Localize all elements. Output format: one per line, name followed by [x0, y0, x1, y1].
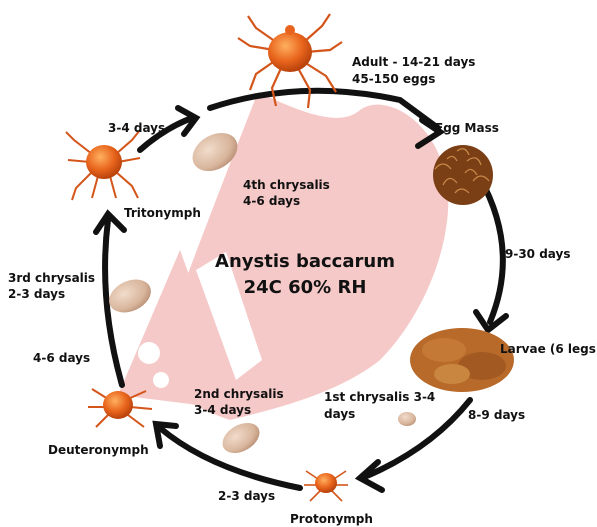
tritonymph-label: Tritonymph	[124, 205, 201, 221]
chrysalis-1st-days: days	[324, 406, 355, 422]
deuteronymph-label: Deuteronymph	[48, 442, 149, 458]
chrysalis-2nd-days: 3-4 days	[194, 402, 251, 418]
egg-mass-label: Egg Mass	[435, 120, 499, 136]
duration-egg-to-larvae: 9-30 days	[505, 246, 571, 262]
larvae-label: Larvae (6 legs)	[500, 341, 597, 357]
chrysalis-3rd-days: 2-3 days	[8, 286, 65, 302]
protonymph-mite-icon	[304, 471, 348, 501]
larvae-icon	[410, 328, 514, 392]
duration-larvae: 8-9 days	[468, 407, 525, 423]
duration-deuteronymph: 4-6 days	[33, 350, 90, 366]
chrysalis-1st-icon	[398, 412, 416, 426]
tritonymph-mite-icon	[66, 130, 140, 200]
duration-tritonymph: 3-4 days	[108, 120, 165, 136]
chrysalis-2nd-label: 2nd chrysalis	[194, 386, 284, 402]
adult-eggs-label: 45-150 eggs	[352, 71, 435, 87]
chrysalis-3rd-label: 3rd chrysalis	[8, 270, 95, 286]
egg-mass-icon	[433, 145, 493, 205]
chrysalis-3rd-icon	[104, 273, 157, 319]
protonymph-label: Protonymph	[290, 511, 373, 527]
chrysalis-2nd-icon	[217, 417, 265, 460]
conditions-label: 24C 60% RH	[205, 276, 405, 300]
chrysalis-1st-label: 1st chrysalis 3-4	[324, 389, 435, 405]
chrysalis-4th-label: 4th chrysalis	[243, 177, 330, 193]
diagram-title: Anystis baccarum	[205, 250, 405, 274]
adult-label: Adult - 14-21 days	[352, 54, 475, 70]
chrysalis-4th-days: 4-6 days	[243, 193, 300, 209]
duration-protonymph: 2-3 days	[218, 488, 275, 504]
